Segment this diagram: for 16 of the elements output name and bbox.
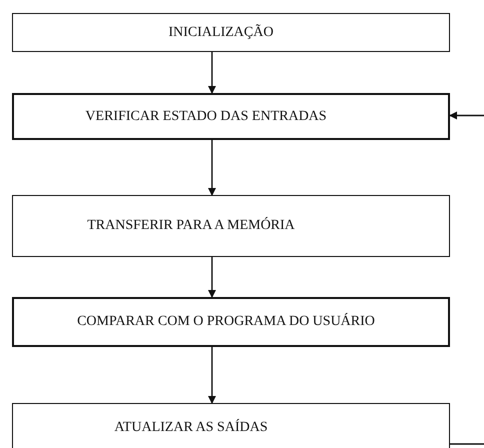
connector-line — [450, 443, 484, 445]
process-box — [12, 93, 450, 140]
arrow — [449, 112, 484, 120]
arrow — [208, 347, 216, 404]
step-text: VERIFICAR ESTADO DAS ENTRADAS — [85, 108, 327, 124]
step-text: COMPARAR COM O PROGRAMA DO USUÁRIO — [77, 314, 375, 330]
step-text: INICIALIZAÇÃO — [168, 24, 274, 40]
arrow — [208, 140, 216, 196]
step-text: ATUALIZAR AS SAÍDAS — [114, 420, 268, 436]
step-text: TRANSFERIR PARA A MEMÓRIA — [87, 218, 295, 234]
arrow — [208, 257, 216, 298]
process-box — [12, 195, 450, 257]
process-box — [12, 403, 450, 448]
process-box — [12, 13, 450, 52]
arrow — [208, 52, 216, 94]
process-box — [12, 297, 450, 347]
